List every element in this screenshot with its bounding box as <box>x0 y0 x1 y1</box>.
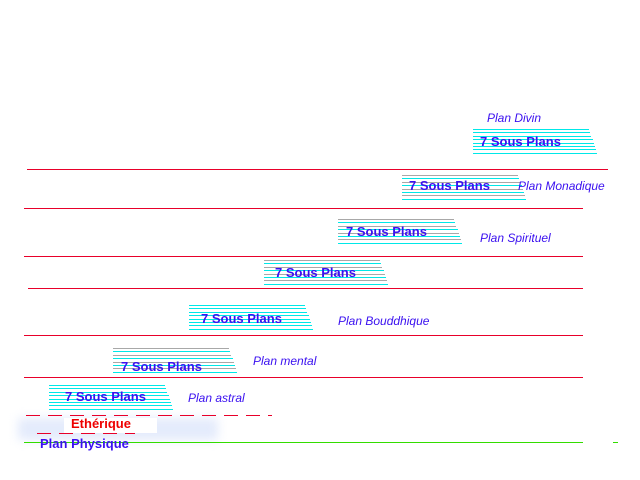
subplane-line <box>113 351 231 353</box>
subplane-line <box>338 222 456 224</box>
etheric-label: Ethérique <box>71 416 131 431</box>
ground-line <box>24 442 583 443</box>
subplane-line <box>338 219 454 220</box>
divider-line <box>24 256 583 257</box>
plane-label: Plan Divin <box>487 111 542 125</box>
subplane-line <box>338 225 457 227</box>
subplane-text: 7 Sous Plans <box>201 311 282 326</box>
subplane-text: 7 Sous Plans <box>275 265 356 280</box>
subplane-line <box>338 236 460 237</box>
etheric-dashed-line <box>26 415 272 416</box>
subplane-lines <box>338 219 463 245</box>
subplane-line <box>402 181 521 183</box>
subplane-line <box>264 283 389 285</box>
divider-line <box>24 208 583 209</box>
subplane-lines <box>49 385 174 411</box>
divider-line <box>28 288 583 289</box>
subplane-line <box>473 139 593 141</box>
subplane-line <box>113 358 233 360</box>
subplane-line <box>473 129 589 130</box>
divider-line <box>24 335 583 336</box>
subplane-line <box>473 149 597 151</box>
subplane-line <box>49 388 167 390</box>
subplane-line <box>49 391 168 393</box>
subplane-line <box>473 132 591 134</box>
subplane-line <box>49 402 171 403</box>
subplane-line <box>189 308 307 310</box>
subplane-line <box>402 178 520 180</box>
subplane-lines <box>113 348 238 374</box>
subplane-line <box>113 354 232 356</box>
subplane-line <box>473 135 592 137</box>
subplane-lines <box>402 175 527 201</box>
subplane-line <box>113 361 234 363</box>
divider-line <box>24 377 583 378</box>
subplane-line <box>338 242 463 244</box>
subplane-line <box>49 398 170 400</box>
subplane-line <box>189 325 313 327</box>
subplane-lines <box>473 129 598 155</box>
subplane-line <box>338 229 458 231</box>
etheric-label-bg <box>64 418 157 433</box>
subplane-text: 7 Sous Plans <box>65 389 146 404</box>
plane-label: Plan astral <box>188 391 245 405</box>
subplane-line <box>189 315 309 317</box>
subplane-line <box>189 318 310 320</box>
subplane-line <box>49 395 169 397</box>
plane-label: Plan mental <box>253 354 317 368</box>
subplane-text: 7 Sous Plans <box>480 134 561 149</box>
subplane-line <box>113 365 235 366</box>
subplane-line <box>402 175 518 176</box>
subplane-line <box>113 348 229 349</box>
plane-label: Plan Spirituel <box>480 231 551 245</box>
subplane-line <box>189 305 305 306</box>
plane-label: Plan Bouddhique <box>338 314 430 328</box>
subplane-line <box>402 198 527 200</box>
subplane-line <box>264 270 384 272</box>
subplane-line <box>264 273 385 275</box>
subplane-line <box>189 311 308 313</box>
physical-plane-label: Plan Physique <box>40 436 129 451</box>
subplane-line <box>264 263 382 265</box>
subplane-lines <box>189 305 314 331</box>
ground-line-tick <box>613 442 618 443</box>
subplane-line <box>473 142 594 144</box>
subplane-line <box>264 260 380 261</box>
subplane-line <box>264 277 386 278</box>
subplane-line <box>338 232 459 234</box>
subplane-text: 7 Sous Plans <box>409 178 490 193</box>
subplane-line <box>402 188 523 190</box>
subplane-line <box>402 195 526 197</box>
divider-line <box>27 169 608 170</box>
plane-label: Plan Monadique <box>518 179 605 193</box>
subplane-line <box>49 405 173 407</box>
subplane-line <box>49 385 165 386</box>
subplane-line <box>473 152 598 154</box>
subplane-line <box>113 371 238 373</box>
etheric-dashed-line-short <box>37 433 135 434</box>
subplane-line <box>402 192 524 193</box>
subplane-text: 7 Sous Plans <box>346 224 427 239</box>
subplane-line <box>338 239 462 241</box>
subplane-line <box>264 266 383 268</box>
subplane-line <box>402 185 522 187</box>
subplane-line <box>264 280 388 282</box>
subplane-line <box>49 408 174 410</box>
subplane-line <box>189 322 311 323</box>
subplane-text: 7 Sous Plans <box>121 359 202 374</box>
subplane-line <box>473 146 595 147</box>
subplane-line <box>113 368 237 370</box>
subplane-line <box>189 328 314 330</box>
subplane-lines <box>264 260 389 286</box>
